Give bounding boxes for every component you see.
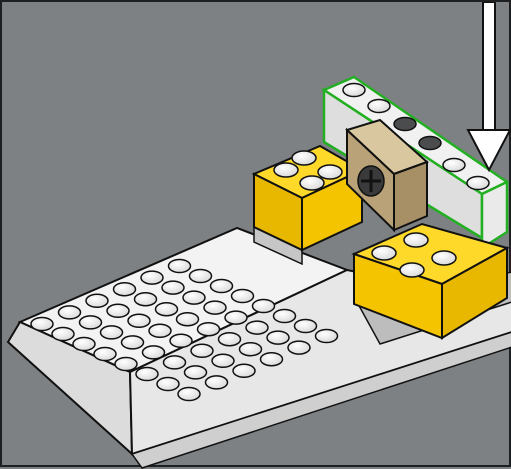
plate-stud bbox=[107, 304, 129, 317]
plate-stud bbox=[261, 353, 283, 366]
plate-stud bbox=[191, 344, 213, 357]
down-arrow-icon bbox=[468, 2, 510, 170]
plate-stud bbox=[185, 366, 207, 379]
plate-stud bbox=[253, 300, 275, 313]
plate-stud bbox=[170, 334, 192, 347]
plate-stud bbox=[114, 283, 136, 296]
plate-stud bbox=[198, 323, 220, 336]
plate-stud bbox=[128, 314, 150, 327]
plate-stud bbox=[240, 343, 262, 356]
plate-stud bbox=[73, 338, 95, 351]
plate-stud bbox=[164, 356, 186, 369]
plate-stud bbox=[211, 280, 233, 293]
plate-stud bbox=[115, 358, 137, 371]
plate-stud bbox=[52, 328, 74, 341]
plate-stud bbox=[162, 281, 184, 294]
plate-stud bbox=[143, 346, 165, 359]
plate-stud bbox=[288, 341, 310, 354]
plate-stud bbox=[246, 321, 268, 334]
plate-stud bbox=[136, 368, 158, 381]
plate-stud bbox=[219, 333, 241, 346]
plate-stud bbox=[183, 291, 205, 304]
plate-stud bbox=[156, 303, 178, 316]
plate-stud bbox=[80, 316, 102, 329]
yellow-brick-back bbox=[254, 146, 362, 250]
plate-stud bbox=[101, 326, 123, 339]
technic-axle-hole-icon bbox=[358, 166, 384, 196]
plate-stud bbox=[31, 318, 53, 331]
plate-stud bbox=[135, 293, 157, 306]
plate-stud bbox=[225, 311, 247, 324]
plate-stud bbox=[122, 336, 144, 349]
plate-stud bbox=[267, 331, 289, 344]
plate-stud bbox=[316, 330, 338, 343]
plate-stud bbox=[212, 354, 234, 367]
plate-stud bbox=[178, 388, 200, 401]
plate-stud bbox=[233, 364, 255, 377]
plate-stud bbox=[169, 260, 191, 273]
plate-stud bbox=[141, 271, 163, 284]
plate-stud bbox=[206, 376, 228, 389]
plate-stud bbox=[274, 310, 296, 323]
plate-stud bbox=[232, 290, 254, 303]
plate-stud bbox=[59, 306, 81, 319]
plate-stud bbox=[86, 294, 108, 307]
plate-stud bbox=[295, 320, 317, 333]
plate-stud bbox=[177, 313, 199, 326]
plate-stud bbox=[157, 378, 179, 391]
plate-stud bbox=[204, 301, 226, 314]
plate-stud bbox=[94, 348, 116, 361]
plate-stud bbox=[149, 324, 171, 337]
plate-stud bbox=[190, 270, 212, 283]
